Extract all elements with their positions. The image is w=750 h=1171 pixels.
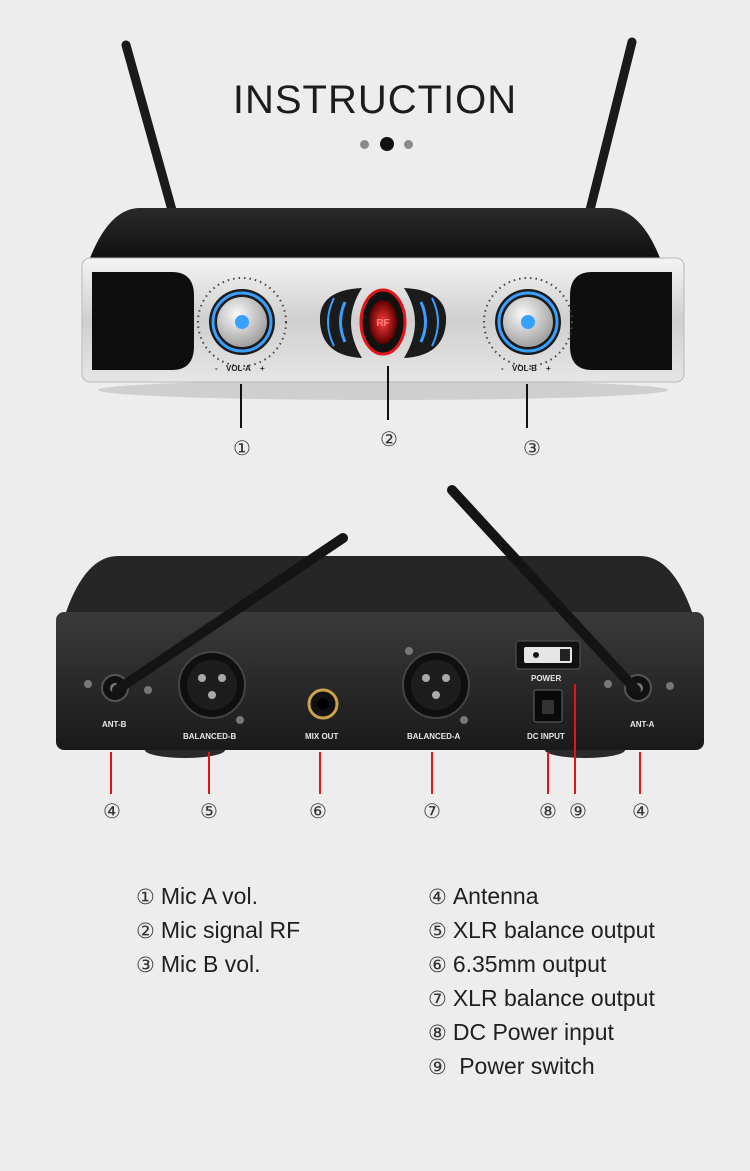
- rear-antenna-left: [112, 533, 348, 695]
- page-title: INSTRUCTION: [232, 78, 518, 122]
- label-ant-a: ANT-A: [630, 720, 655, 729]
- callout-6: ⑥: [309, 799, 327, 823]
- vol-a-label: VOL-A: [226, 364, 251, 373]
- balanced-a-xlr-jack[interactable]: [402, 647, 470, 724]
- carousel-dot-3[interactable]: [404, 140, 413, 149]
- legend-num: ②: [136, 919, 155, 943]
- legend-text: Mic signal RF: [160, 917, 301, 943]
- legend-num: ⑤: [428, 919, 447, 943]
- legend-num: ①: [136, 885, 155, 909]
- carousel-dots: [358, 136, 418, 152]
- vol-a-knob[interactable]: [197, 277, 287, 367]
- dc-input-jack[interactable]: [533, 689, 563, 723]
- label-power: POWER: [531, 674, 561, 683]
- front-unit: RF - VOL-A + - VOL-B +: [81, 37, 685, 428]
- callout-4-right: ④: [632, 799, 650, 823]
- legend-num: ⑨: [428, 1055, 447, 1079]
- callout-4-left: ④: [103, 799, 121, 823]
- vol-a-plus: +: [260, 364, 265, 373]
- legend-text: Antenna: [452, 883, 539, 909]
- legend-item-power-switch: ⑨ Power switch: [428, 1050, 750, 1084]
- antenna-right: [585, 37, 637, 215]
- vol-b-minus: -: [501, 364, 504, 373]
- legend-num: ⑧: [428, 1021, 447, 1045]
- product-illustration: RF - VOL-A + - VOL-B +: [56, 37, 704, 794]
- label-mix-out: MIX OUT: [305, 732, 338, 741]
- rear-unit: ANT-B BALANCED-B MIX OUT BALANCED-A POWE…: [56, 485, 704, 794]
- mix-out-jack[interactable]: [307, 688, 339, 720]
- callout-2: ②: [380, 427, 398, 451]
- legend-text: XLR balance output: [452, 985, 655, 1011]
- label-balanced-b: BALANCED-B: [183, 732, 237, 741]
- label-dc-input: DC INPUT: [527, 732, 565, 741]
- carousel-dot-2[interactable]: [380, 137, 394, 151]
- rf-indicator: RF: [319, 288, 447, 358]
- callout-1: ①: [233, 436, 251, 460]
- label-ant-b: ANT-B: [102, 720, 127, 729]
- legend-num: ⑦: [428, 987, 447, 1011]
- vol-b-label: VOL-B: [512, 364, 537, 373]
- legend-text: 6.35mm output: [452, 951, 607, 977]
- callout-9: ⑨: [569, 799, 587, 823]
- rear-antenna-right: [447, 485, 641, 695]
- callout-3: ③: [523, 436, 541, 460]
- callout-5: ⑤: [200, 799, 218, 823]
- legend-text: DC Power input: [452, 1019, 614, 1045]
- balanced-b-xlr-jack[interactable]: [178, 651, 246, 724]
- power-switch[interactable]: [515, 640, 581, 670]
- legend-num: ③: [136, 953, 155, 977]
- antenna-left: [121, 40, 177, 215]
- legend-num: ⑥: [428, 953, 447, 977]
- legend-text: Mic B vol.: [160, 951, 261, 977]
- callout-8: ⑧: [539, 799, 557, 823]
- legend-text: XLR balance output: [452, 917, 655, 943]
- rf-logo: RF: [376, 318, 389, 329]
- vol-b-knob[interactable]: [483, 277, 573, 367]
- vol-b-plus: +: [546, 364, 551, 373]
- callout-7: ⑦: [423, 799, 441, 823]
- vol-a-minus: -: [215, 364, 218, 373]
- legend-text: Mic A vol.: [160, 883, 258, 909]
- label-balanced-a: BALANCED-A: [407, 732, 461, 741]
- legend-text: Power switch: [452, 1053, 595, 1079]
- legend-num: ④: [428, 885, 447, 909]
- carousel-dot-1[interactable]: [360, 140, 369, 149]
